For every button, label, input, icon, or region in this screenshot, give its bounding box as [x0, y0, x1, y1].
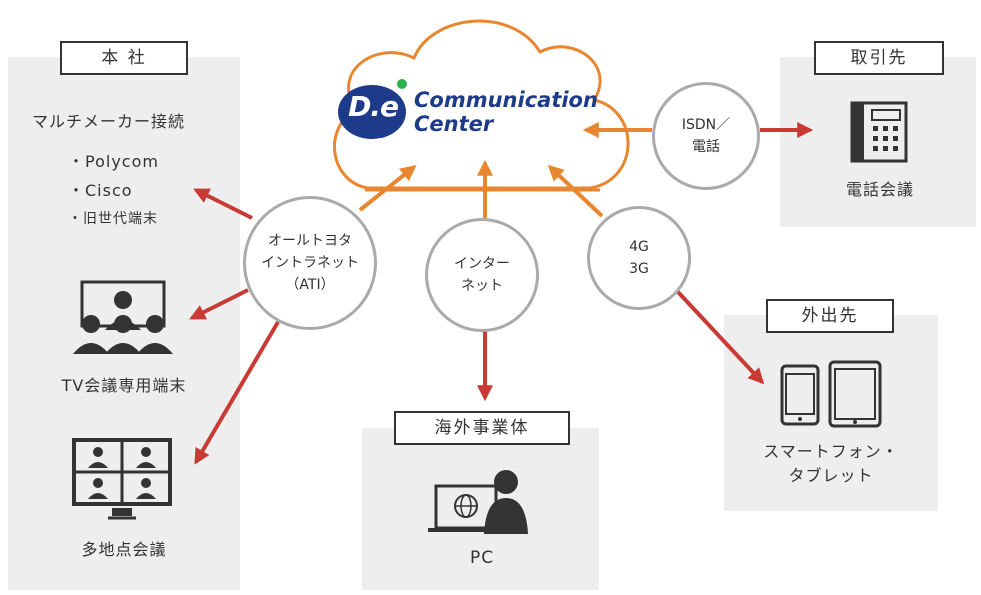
kaigai-tag: 海外事業体: [394, 411, 570, 445]
smartphone-tablet-label-2: タブレット: [788, 466, 874, 485]
logo-line-communication: Communication: [414, 88, 598, 112]
multipoint-label: 多地点会議: [81, 540, 167, 559]
tablet-icon: [828, 360, 882, 428]
torihiki-tag: 取引先: [814, 41, 944, 75]
multipoint-conference-monitor-icon: [72, 438, 172, 520]
ati-node: オールトヨタ イントラネット （ATI）: [243, 196, 377, 330]
mobile-node: 4G 3G: [587, 206, 691, 310]
gaishutsu-tag: 外出先: [766, 299, 894, 333]
smartphone-icon: [780, 364, 820, 426]
pc-label: PC: [469, 548, 495, 568]
honsha-tag: 本 社: [60, 41, 188, 75]
dec-logo-mark-icon: [338, 79, 407, 139]
dec-logo-mark-text: D.e: [348, 90, 399, 123]
ati-to-multipoint-connector: [194, 320, 280, 465]
vendor-cisco: ・Cisco: [68, 181, 133, 200]
dec-logo: D.e Communication Center: [334, 76, 624, 146]
mobile-to-smartphone-connector: [676, 290, 765, 385]
multimaker-label: マルチメーカー接続: [32, 112, 186, 131]
logo-line-center: Center: [414, 112, 494, 136]
phone-conference-label: 電話会議: [845, 180, 914, 199]
tv-conference-people-icon: [73, 280, 173, 354]
pc-user-globe-icon: [428, 470, 528, 534]
torihiki-panel: [780, 57, 976, 227]
smartphone-tablet-label-1: スマートフォン・: [763, 442, 899, 461]
desk-phone-icon: [850, 101, 908, 163]
ati-to-vendors-connector: [193, 188, 253, 220]
vendor-legacy: ・旧世代端末: [68, 211, 158, 227]
kaigai-panel: [362, 428, 599, 590]
tv-terminal-label: TV会議専用端末: [61, 376, 187, 395]
vendor-polycom: ・Polycom: [68, 152, 159, 171]
ati-to-tv-connector: [189, 288, 249, 320]
internet-node: インター ネット: [425, 218, 539, 332]
isdn-node: ISDN／ 電話: [652, 82, 760, 190]
